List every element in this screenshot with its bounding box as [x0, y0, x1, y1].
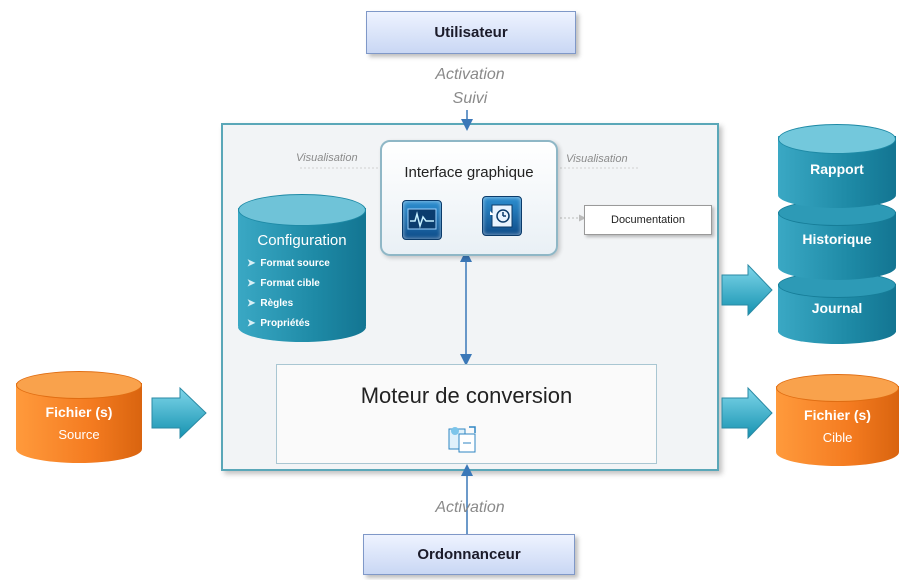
configuration-title: Configuration: [257, 232, 347, 249]
utilisateur-box: Utilisateur: [366, 11, 576, 54]
moteur-de-conversion-title: Moteur de conversion: [360, 383, 573, 408]
history-clock-icon: [482, 196, 522, 236]
target-line2: Cible: [822, 430, 853, 445]
configuration-list: ➤Format source ➤Format cible ➤Règles ➤Pr…: [247, 254, 330, 334]
config-item: ➤Format cible: [247, 278, 320, 289]
rapport-cylinder: Rapport: [778, 124, 896, 208]
journal-cylinder: Journal: [778, 272, 896, 346]
moteur-de-conversion-box: Moteur de conversion: [276, 364, 657, 464]
rapport-label: Rapport: [810, 161, 864, 177]
source-line2: Source: [58, 427, 100, 442]
target-cylinder: Fichier (s) Cible: [776, 374, 899, 468]
configuration-cylinder: Configuration: [238, 194, 366, 344]
config-item: ➤Règles: [247, 298, 294, 309]
top-suivi-label: Suivi: [452, 90, 488, 107]
visualisation-right-label: Visualisation: [566, 153, 628, 165]
monitor-chart-icon: [402, 200, 442, 240]
documentation-label: Documentation: [611, 214, 685, 226]
config-item: ➤Format source: [247, 258, 330, 269]
config-item: ➤Propriétés: [247, 318, 310, 329]
documentation-box: Documentation: [584, 205, 712, 235]
interface-graphique-title: Interface graphique: [404, 164, 534, 181]
journal-label: Journal: [811, 300, 863, 316]
source-cylinder: Fichier (s) Source: [16, 371, 142, 465]
utilisateur-label: Utilisateur: [434, 24, 508, 41]
engine-to-target-arrow: [721, 386, 773, 440]
ordonnanceur-box: Ordonnanceur: [363, 534, 575, 575]
engine-to-outputs-arrow: [721, 263, 773, 317]
interface-graphique-box: Interface graphique: [380, 140, 558, 256]
conversion-icon: [445, 423, 479, 455]
source-line1: Fichier (s): [45, 404, 113, 420]
target-line1: Fichier (s): [804, 407, 871, 423]
bottom-activation-label: Activation: [435, 499, 505, 516]
historique-label: Historique: [802, 231, 872, 247]
ordonnanceur-label: Ordonnanceur: [417, 546, 521, 563]
source-to-engine-arrow: [151, 386, 207, 440]
top-activation-label: Activation: [435, 66, 505, 83]
historique-cylinder: Historique: [778, 200, 896, 280]
visualisation-left-label: Visualisation: [296, 152, 358, 164]
